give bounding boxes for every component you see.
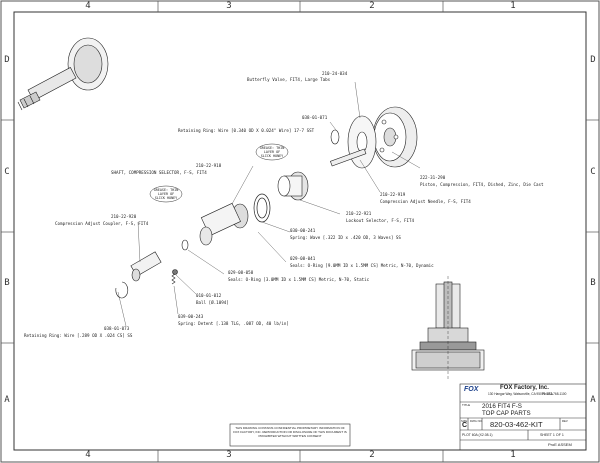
- rev-label: REV: [562, 419, 568, 423]
- sheet-size: C: [462, 422, 468, 429]
- callout-ball-pn: 010-01-012: [196, 293, 222, 298]
- grease-note-2: GREASE: THIN LAYER OF SLICK HONEY: [153, 188, 179, 200]
- leader-lines: [117, 81, 421, 327]
- zone-col-1-bottom: 1: [510, 450, 516, 460]
- callout-detent-spring-pn: 039-00-243: [178, 314, 204, 319]
- callout-retaining-ring-pn: 038-01-071: [302, 115, 328, 120]
- callout-piston-pn: 222-31-290: [420, 175, 446, 180]
- zone-col-1-top: 1: [510, 1, 516, 11]
- piston-drawing: [372, 106, 418, 168]
- compression-needle-drawing: [330, 148, 367, 167]
- title-label: TITLE: [462, 403, 471, 407]
- zone-row-c-right: C: [590, 167, 596, 177]
- callout-coupler-desc: Compression Adjust Coupler, F-S, FIT4: [55, 221, 149, 226]
- callout-shaft-pn: 210-22-918: [196, 163, 222, 168]
- ball-drawing: [172, 269, 178, 275]
- shaft-selector-drawing: [199, 202, 249, 246]
- detent-spring-drawing: [171, 273, 176, 285]
- oring-small-drawing: [181, 239, 189, 251]
- top-cap-drawing: [17, 37, 109, 111]
- callout-oring-small-pn: 029-08-058: [228, 270, 254, 275]
- zone-row-d-right: D: [590, 55, 596, 65]
- butterfly-valve-drawing: [347, 115, 377, 169]
- company-phone: Ph 831-768-1100: [542, 392, 567, 396]
- callout-lockout-desc: Lockout Selector, F-S, FIT4: [346, 218, 415, 223]
- callout-piston-desc: Piston, Compression, FIT4, Dished, Zinc,…: [420, 182, 544, 187]
- callout-needle-pn: 210-22-919: [380, 192, 406, 197]
- zone-row-c-left: C: [4, 167, 10, 177]
- callout-wave-spring-desc: Spring: Wave [.322 ID x .420 OD, 3 Waves…: [290, 235, 401, 240]
- callout-shaft-desc: SHAFT, COMPRESSION SELECTOR, F-S, FIT4: [111, 170, 207, 175]
- callout-butterfly-valve-desc: Butterfly Valve, FIT4, Large Tabs: [247, 77, 331, 82]
- callout-retaining-ring-small-desc: Retaining Ring: Wire [.289 OD X .024 CS]…: [24, 333, 133, 338]
- callout-oring-small-desc: Seals: O-Ring [3.0MM ID x 1.5MM CS] Metr…: [228, 277, 370, 282]
- callout-pn: 210-24-034: [322, 71, 348, 76]
- assem-label: ProE ASSEM: [548, 442, 572, 447]
- zone-row-d-left: D: [4, 55, 10, 65]
- callout-oring-large-pn: 029-08-041: [290, 256, 316, 261]
- confidential-notice: THIS DRAWING CONTAINS CONFIDENTIAL PROPR…: [233, 426, 347, 439]
- callout-retaining-ring-desc: Retaining Ring: Wire [0.340 OD X 0.024" …: [178, 128, 315, 133]
- callout-detent-spring-desc: Spring: Detent [.138 TLG, .087 OD, 40 lb…: [178, 321, 289, 326]
- wave-spring-drawing: [253, 193, 271, 223]
- zone-col-4-top: 4: [85, 1, 91, 11]
- plot-info: PLOT 60A (X2.08.1): [462, 433, 493, 437]
- callout-butterfly-valve: 210-24-034: [322, 71, 347, 76]
- zone-col-3-bottom: 3: [226, 450, 232, 460]
- fox-logo: FOX: [464, 386, 479, 393]
- callout-lockout-pn: 210-22-921: [346, 211, 372, 216]
- callout-wave-spring-pn: 030-00-241: [290, 228, 316, 233]
- zone-row-b-left: B: [4, 278, 10, 288]
- callout-oring-large-desc: Seals: O-Ring [9.0MM ID x 1.5MM CS] Metr…: [290, 263, 434, 268]
- grease-bubble-1: [255, 143, 289, 161]
- zone-col-2-bottom: 2: [369, 450, 375, 460]
- callout-needle-desc: Compression Adjust Needle, F-S, FIT4: [380, 199, 471, 204]
- callout-coupler-pn: 210-22-920: [111, 214, 137, 219]
- dwg-no-label: DWG NO.: [470, 419, 483, 423]
- zone-row-a-left: A: [4, 395, 10, 405]
- company-address: 130 Hangar Way, Watsonville, CA 95076 US…: [488, 392, 553, 396]
- company-name: FOX Factory, Inc.: [500, 385, 549, 391]
- zone-col-2-top: 2: [369, 1, 375, 11]
- size-label: SIZE: [461, 419, 468, 423]
- sheet-number: SHEET 1 OF 1: [540, 433, 564, 437]
- retaining-ring-drawing: [330, 129, 340, 145]
- zone-col-3-top: 3: [226, 1, 232, 11]
- zone-row-b-right: B: [590, 278, 596, 288]
- callout-retaining-ring-small-pn: 038-01-073: [104, 326, 130, 331]
- grease-note-1: GREASE: THIN LAYER OF SLICK HONEY: [259, 146, 285, 158]
- drawing-title-line2: TOP CAP PARTS: [482, 410, 531, 417]
- callout-ball-desc: Ball [Ø.1094]: [196, 300, 229, 305]
- section-view: [411, 276, 485, 380]
- coupler-drawing: [130, 251, 162, 282]
- zone-row-a-right: A: [590, 395, 596, 405]
- retaining-ring-small-drawing: [115, 281, 129, 299]
- drawing-title-line1: 2016 FIT4 F-S: [482, 403, 522, 410]
- grease-bubble-2: [149, 185, 183, 203]
- dwg-number: 820-03-462-KIT: [490, 420, 543, 429]
- lockout-selector-drawing: [277, 171, 309, 201]
- zone-col-4-bottom: 4: [85, 450, 91, 460]
